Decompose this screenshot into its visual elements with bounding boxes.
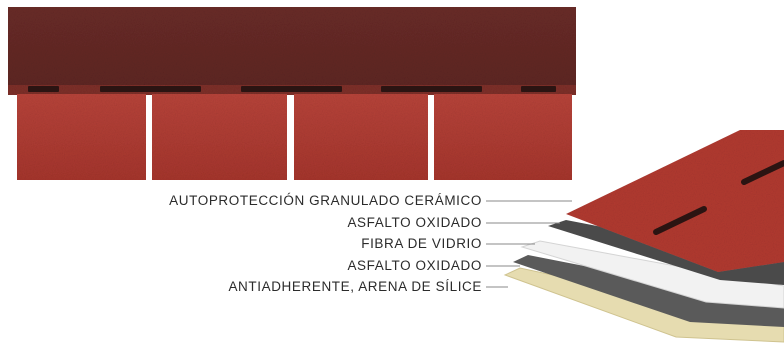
layer-ceramic-granules — [566, 130, 784, 272]
stack-adhesive-strip — [741, 160, 784, 185]
layer-label-sand: ANTIADHERENTE, ARENA DE SÍLICE — [228, 279, 482, 294]
shingle-slot — [287, 103, 294, 180]
layer-label-fiberglass: FIBRA DE VIDRIO — [361, 236, 482, 251]
shingle-top-band — [8, 7, 576, 89]
shingle-tab — [152, 94, 287, 180]
shingle-tab — [434, 94, 572, 180]
layer-label-asphalt-upper: ASFALTO OXIDADO — [347, 215, 482, 230]
layer-asphalt-lower — [513, 255, 784, 327]
adhesive-strip — [100, 86, 201, 92]
flat-shingle — [8, 7, 576, 180]
layer-label-asphalt-lower: ASFALTO OXIDADO — [347, 258, 482, 273]
layer-fiberglass — [520, 240, 784, 309]
leader-lines — [486, 200, 572, 288]
shingle-tab — [294, 94, 428, 180]
layer-stack — [503, 130, 784, 343]
adhesive-strip — [28, 86, 59, 92]
adhesive-strip — [381, 86, 482, 92]
layer-label-ceramic-granules: AUTOPROTECCIÓN GRANULADO CERÁMICO — [169, 193, 482, 208]
stack-adhesive-strip — [653, 206, 707, 235]
shingle-slot — [146, 103, 152, 180]
shingle-slot — [428, 103, 434, 180]
adhesive-strip — [521, 86, 556, 92]
shingle-tab — [17, 94, 146, 180]
adhesive-strip — [241, 86, 342, 92]
